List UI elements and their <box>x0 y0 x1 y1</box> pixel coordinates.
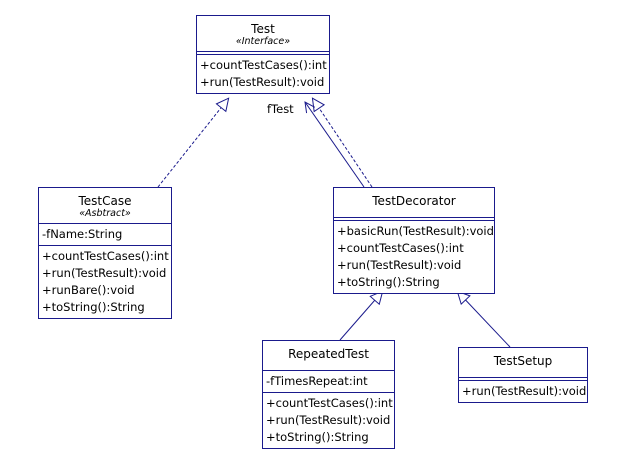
operations-section: +countTestCases():int +run(TestResult):v… <box>39 246 171 318</box>
attribute: -fTimesRepeat:int <box>266 374 368 388</box>
class-testdecorator: TestDecorator +basicRun(TestResult):void… <box>333 187 495 294</box>
class-repeatedtest: RepeatedTest -fTimesRepeat:int +countTes… <box>262 340 395 449</box>
operation: +countTestCases():int <box>337 241 464 255</box>
realization-testcase-test <box>157 99 228 188</box>
operations-section: +countTestCases():int +run(TestResult):v… <box>263 393 394 448</box>
operation: +run(TestResult):void <box>200 75 325 89</box>
generalization-testsetup <box>458 292 511 348</box>
attributes-section <box>459 378 587 381</box>
class-name: TestSetup <box>493 354 553 368</box>
class-testsetup: TestSetup +run(TestResult):void <box>458 347 588 403</box>
operation: +toString():String <box>337 275 440 289</box>
association-ftest <box>305 102 365 188</box>
operation: +countTestCases():int <box>266 396 393 410</box>
class-name: RepeatedTest <box>288 347 369 361</box>
operation: +basicRun(TestResult):void <box>337 224 494 238</box>
operations-section: +run(TestResult):void <box>459 381 587 402</box>
attributes-section <box>334 218 494 221</box>
class-name: Test <box>251 22 275 36</box>
realization-testdecorator-test <box>313 99 373 188</box>
attribute: -fName:String <box>42 227 123 241</box>
operation: +run(TestResult):void <box>462 384 587 398</box>
operation: +countTestCases():int <box>42 249 169 263</box>
operations-section: +countTestCases():int +run(TestResult):v… <box>197 55 329 93</box>
operation: +run(TestResult):void <box>266 413 391 427</box>
operation: +toString():String <box>266 430 369 444</box>
operation: +toString():String <box>42 300 145 314</box>
attributes-section <box>197 52 329 55</box>
class-name: TestCase <box>78 194 132 208</box>
attributes-section: -fName:String <box>39 224 171 246</box>
operation: +runBare():void <box>42 283 135 297</box>
generalization-repeatedtest <box>339 292 382 341</box>
operations-section: +basicRun(TestResult):void +countTestCas… <box>334 221 494 293</box>
class-stereotype: «Interface» <box>235 36 291 47</box>
operation: +countTestCases():int <box>200 58 327 72</box>
operation: +run(TestResult):void <box>42 266 167 280</box>
association-role-label: fTest <box>267 102 294 116</box>
class-test: Test «Interface» +countTestCases():int +… <box>196 15 330 94</box>
operation: +run(TestResult):void <box>337 258 462 272</box>
class-name: TestDecorator <box>372 194 456 208</box>
class-testcase: TestCase «Asbtract» -fName:String +count… <box>38 187 172 319</box>
class-stereotype: «Asbtract» <box>79 208 131 219</box>
attributes-section: -fTimesRepeat:int <box>263 371 394 393</box>
